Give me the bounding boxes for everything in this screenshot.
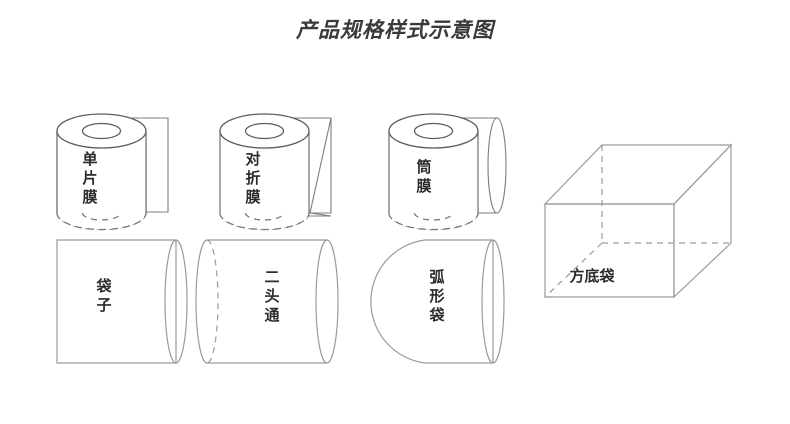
tube-open-end-ellipse bbox=[487, 117, 507, 214]
shape-folded-film bbox=[219, 113, 332, 231]
label-square-bottom-bag: 方底袋 bbox=[569, 267, 615, 285]
roll-bottom-front-arc bbox=[56, 212, 147, 231]
label-single-layer-film: 单 片 膜 bbox=[82, 150, 98, 206]
roll2-core-hole bbox=[244, 122, 285, 140]
label-tube-film: 筒 膜 bbox=[416, 158, 432, 195]
roll-body-fill bbox=[57, 131, 146, 230]
roll2-bottom-core-front-arc bbox=[244, 212, 285, 221]
roll3-bottom-front-arc bbox=[388, 212, 479, 231]
tube-left-hidden-arc-dashed bbox=[206, 239, 219, 364]
label-two-end-open: 二 头 通 bbox=[264, 268, 280, 324]
page-title: 产品规格样式示意图 bbox=[296, 18, 494, 42]
roll2-bottom-front-arc bbox=[219, 212, 310, 231]
shape-two-end-open bbox=[195, 239, 339, 364]
box-hidden-diagonal-edge bbox=[544, 242, 603, 298]
roll-bottom-core-front-arc bbox=[81, 212, 122, 221]
tube-right-seam-arc bbox=[315, 239, 328, 364]
tube-right-outer-arc bbox=[326, 239, 339, 364]
arc-bag-body bbox=[370, 239, 493, 364]
shape-single-layer-film bbox=[56, 113, 169, 231]
shape-tube-film bbox=[388, 113, 507, 231]
shape-plain-bag bbox=[56, 239, 188, 364]
roll3-body-fill bbox=[389, 131, 478, 230]
roll-core-hole bbox=[81, 122, 122, 140]
label-plain-bag: 袋 子 bbox=[96, 277, 112, 314]
fold-crease-line-a bbox=[309, 117, 332, 214]
label-arc-bag: 弧 形 袋 bbox=[429, 268, 445, 324]
box-right-face bbox=[673, 143, 732, 299]
roll3-bottom-core-front-arc bbox=[413, 212, 454, 221]
roll3-core-hole bbox=[413, 122, 454, 140]
tube-left-outer-arc bbox=[195, 239, 208, 364]
roll2-body-fill bbox=[220, 131, 309, 230]
shape-arc-bag bbox=[370, 239, 505, 364]
label-folded-film: 对 折 膜 bbox=[245, 150, 261, 206]
shape-square-bottom-bag bbox=[543, 143, 733, 299]
